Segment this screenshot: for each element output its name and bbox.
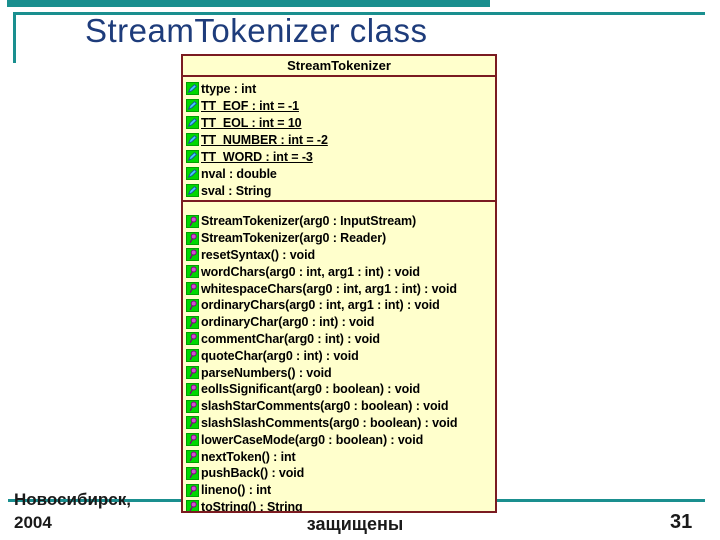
uml-field-row: ttype : int [183,80,495,97]
uml-field-row: nval : double [183,165,495,182]
title-left-rule [13,12,16,63]
uml-method-row: quoteChar(arg0 : int) : void [183,347,495,364]
uml-field-row: TT_WORD : int = -3 [183,148,495,165]
uml-method-row: slashSlashComments(arg0 : boolean) : voi… [183,415,495,432]
uml-method-row: StreamTokenizer(arg0 : InputStream) [183,213,495,230]
uml-method-label: slashSlashComments(arg0 : boolean) : voi… [201,415,458,430]
operation-icon [186,315,199,329]
uml-method-row: lowerCaseMode(arg0 : boolean) : void [183,431,495,448]
uml-field-label: sval : String [201,183,272,198]
attribute-icon [186,167,199,180]
uml-field-label: TT_NUMBER : int = -2 [201,132,328,147]
attribute-icon [186,150,199,163]
uml-method-row: StreamTokenizer(arg0 : Reader) [183,230,495,247]
uml-field-label: TT_WORD : int = -3 [201,149,313,164]
uml-method-label: wordChars(arg0 : int, arg1 : int) : void [201,264,420,279]
uml-method-label: whitespaceChars(arg0 : int, arg1 : int) … [201,281,457,296]
operation-icon [186,483,199,497]
footer-location-line1: Новосибирск, [14,490,131,509]
uml-method-label: nextToken() : int [201,449,296,464]
operation-icon [186,265,199,279]
operation-icon [186,298,199,312]
uml-method-label: ordinaryChars(arg0 : int, arg1 : int) : … [201,298,440,313]
uml-method-row: parseNumbers() : void [183,364,495,381]
operation-icon [186,282,199,296]
uml-method-row: commentChar(arg0 : int) : void [183,331,495,348]
operation-icon [186,214,199,228]
uml-method-label: quoteChar(arg0 : int) : void [201,348,359,363]
uml-field-label: TT_EOL : int = 10 [201,115,302,130]
slide-title: StreamTokenizer class [85,12,428,49]
uml-method-row: whitespaceChars(arg0 : int, arg1 : int) … [183,280,495,297]
uml-method-row: toString() : String [183,499,495,511]
uml-field-row: TT_NUMBER : int = -2 [183,131,495,148]
uml-method-row: resetSyntax() : void [183,247,495,264]
uml-method-row: ordinaryChar(arg0 : int) : void [183,314,495,331]
operation-icon [186,433,199,447]
uml-method-row: slashStarComments(arg0 : boolean) : void [183,398,495,415]
uml-method-label: lineno() : int [201,483,272,498]
footer-location: Новосибирск, 2004 [14,488,131,534]
operation-icon [186,450,199,464]
attribute-icon [186,116,199,129]
operation-icon [186,466,199,480]
operation-icon [186,399,199,413]
operation-icon [186,332,199,346]
uml-field-row: TT_EOF : int = -1 [183,97,495,114]
uml-methods-compartment: StreamTokenizer(arg0 : InputStream) Strea… [183,202,495,511]
operation-icon [186,500,199,511]
uml-method-label: pushBack() : void [201,466,305,481]
uml-method-label: parseNumbers() : void [201,365,332,380]
uml-class-name: StreamTokenizer [183,56,495,77]
uml-method-label: eolIsSignificant(arg0 : boolean) : void [201,382,421,397]
uml-field-row: TT_EOL : int = 10 [183,114,495,131]
uml-method-label: StreamTokenizer(arg0 : Reader) [201,231,387,246]
top-accent-bar [7,0,490,7]
uml-method-row: eolIsSignificant(arg0 : boolean) : void [183,381,495,398]
operation-icon [186,382,199,396]
footer-copyright-text: защищены [306,514,404,534]
uml-method-row: ordinaryChars(arg0 : int, arg1 : int) : … [183,297,495,314]
page-number: 31 [670,511,693,533]
operation-icon [186,349,199,363]
attribute-icon [186,99,199,112]
operation-icon [186,366,199,380]
uml-method-label: commentChar(arg0 : int) : void [201,331,380,346]
title-top-rule [13,12,705,15]
uml-method-label: slashStarComments(arg0 : boolean) : void [201,399,449,414]
uml-method-row: nextToken() : int [183,448,495,465]
uml-method-label: ordinaryChar(arg0 : int) : void [201,315,375,330]
operation-icon [186,231,199,245]
operation-icon [186,416,199,430]
footer-location-line2: 2004 [14,513,52,532]
uml-field-label: TT_EOF : int = -1 [201,98,299,113]
uml-method-label: resetSyntax() : void [201,247,316,262]
uml-method-row: lineno() : int [183,482,495,499]
uml-method-label: toString() : String [201,499,303,511]
attribute-icon [186,184,199,197]
uml-method-row: wordChars(arg0 : int, arg1 : int) : void [183,263,495,280]
uml-method-row: pushBack() : void [183,465,495,482]
uml-field-label: ttype : int [201,81,257,96]
attribute-icon [186,133,199,146]
uml-method-label: StreamTokenizer(arg0 : InputStream) [201,214,417,229]
operation-icon [186,248,199,262]
uml-field-row: sval : String [183,182,495,199]
uml-method-label: lowerCaseMode(arg0 : boolean) : void [201,432,424,447]
uml-field-label: nval : double [201,166,277,181]
attribute-icon [186,82,199,95]
